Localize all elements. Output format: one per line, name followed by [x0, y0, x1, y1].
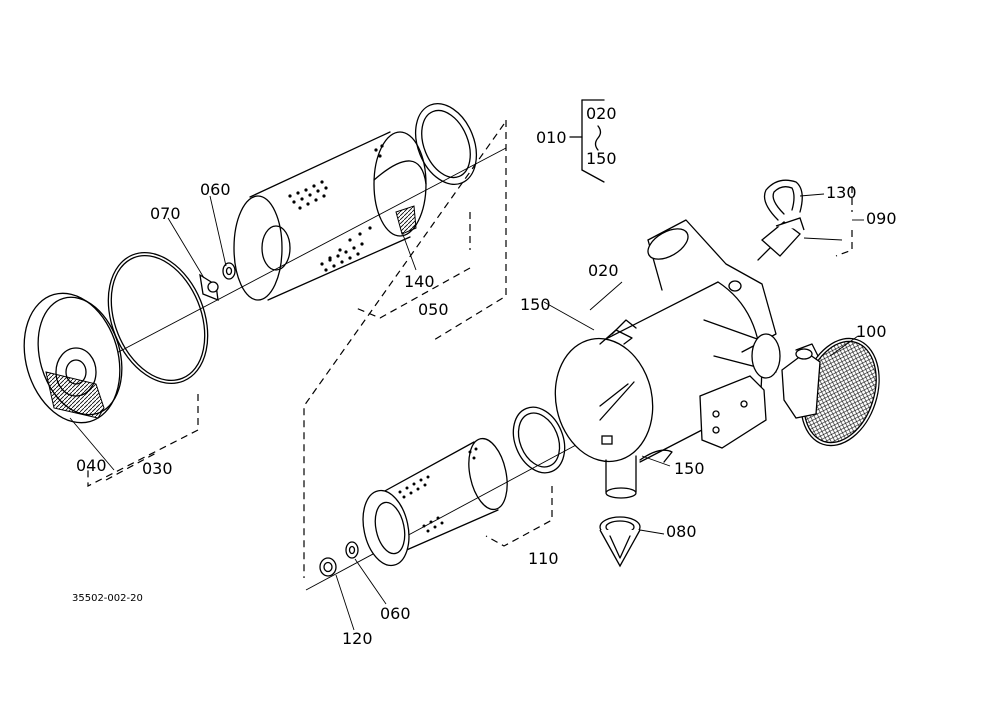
indicator-sensor-090: [757, 179, 805, 261]
callout-150-right: 150: [674, 459, 705, 478]
callout-030: 030: [142, 459, 173, 478]
callout-100: 100: [856, 322, 887, 341]
washer-060-top: [222, 262, 236, 280]
gasket-ring-140: [414, 103, 478, 185]
callout-120: 120: [342, 629, 373, 648]
inlet-screen-100: [781, 337, 880, 447]
callout-110: 110: [528, 549, 559, 568]
callout-060-bottom: 060: [380, 604, 411, 623]
callout-150-left: 150: [520, 295, 551, 314]
callout-labels: 010 020 150 130 090 020 150 100 150 080 …: [76, 104, 897, 648]
callout-140: 140: [404, 272, 435, 291]
callout-070: 070: [150, 204, 181, 223]
inner-filter-element-110: [305, 429, 605, 591]
outer-filter-element-050: [233, 131, 427, 301]
assembly-range-bracket: [569, 99, 605, 183]
callout-080: 080: [666, 522, 697, 541]
nut-120: [319, 557, 337, 577]
callout-040: 040: [76, 456, 107, 475]
callout-060-top: 060: [200, 180, 231, 199]
wing-nut-070: [199, 273, 219, 302]
callout-020-range-start: 020: [586, 104, 617, 123]
end-cover-040: [23, 292, 123, 424]
gasket-ring-lower: [512, 406, 566, 474]
washer-060-bottom: [345, 541, 359, 559]
callout-150-range-end: 150: [586, 149, 617, 168]
callout-050: 050: [418, 300, 449, 319]
callout-010: 010: [536, 128, 567, 147]
dust-valve-080: [599, 516, 641, 568]
leader-lines: [69, 193, 864, 631]
drawing-code: 35502-002-20: [72, 593, 143, 604]
callout-130: 130: [826, 183, 857, 202]
air-cleaner-housing-020: [554, 219, 781, 499]
callout-020: 020: [588, 261, 619, 280]
callout-090: 090: [866, 209, 897, 228]
